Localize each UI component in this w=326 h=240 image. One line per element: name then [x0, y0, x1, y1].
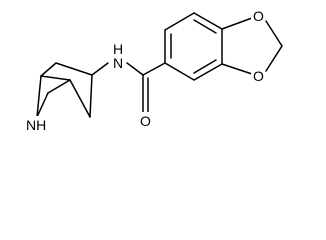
bond	[265, 45, 283, 72]
dioxole-oxygen-top-label: O	[253, 8, 264, 24]
bond	[47, 79, 71, 94]
bond	[193, 63, 223, 81]
bond	[91, 62, 109, 76]
bond	[221, 63, 253, 75]
bond	[69, 79, 91, 118]
carbonyl-oxygen-label: O	[140, 113, 151, 129]
bond	[40, 62, 57, 77]
bond	[142, 62, 166, 76]
bond	[193, 19, 217, 34]
amide-hydrogen-label: H	[113, 41, 123, 57]
bond	[164, 12, 195, 31]
amide-nitrogen-label: N	[113, 55, 123, 71]
atom-labels: NH N H O O O	[22, 8, 265, 134]
bond	[221, 17, 253, 30]
bond	[193, 12, 223, 30]
bond	[126, 62, 144, 76]
bond	[36, 92, 49, 118]
bond	[36, 75, 42, 118]
chemical-structure: NH N H O O O	[22, 8, 283, 134]
azabicyclo-ring	[36, 62, 109, 118]
amide-linker	[126, 62, 166, 113]
bond	[89, 74, 93, 118]
benzene-ring	[164, 12, 223, 81]
dioxole-ring	[221, 17, 283, 75]
bond	[164, 62, 195, 81]
ring-amine-label: NH	[26, 117, 46, 133]
dioxole-oxygen-bottom-label: O	[253, 68, 264, 84]
bond	[265, 20, 283, 47]
bond	[55, 62, 93, 76]
bond	[40, 75, 71, 81]
bond	[193, 59, 217, 74]
